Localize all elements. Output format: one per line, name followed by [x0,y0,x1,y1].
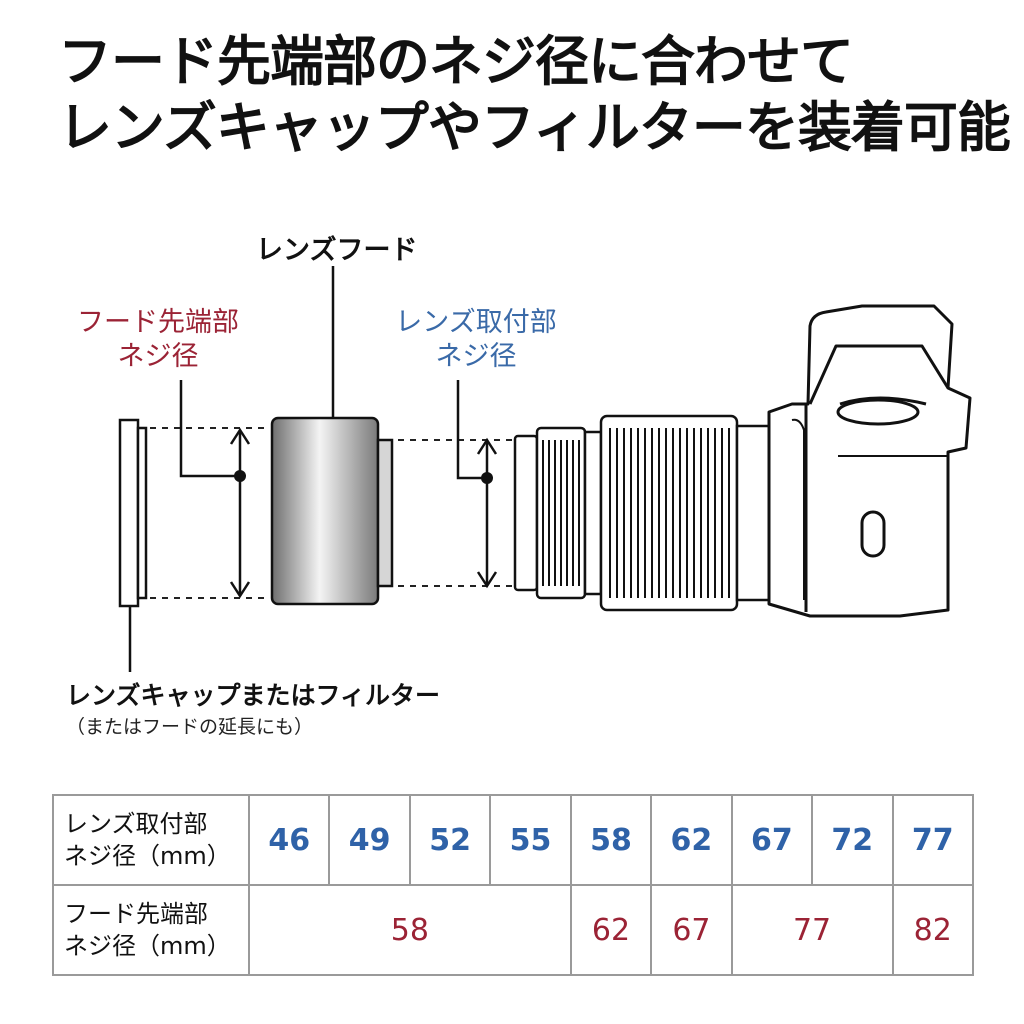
hood-tip-label-line-2: ネジ径 [117,341,199,372]
hood-tip-size-cell: 58 [248,884,572,976]
hood-label: レンズフード [256,235,418,266]
lens-zoom-ring-grip [609,428,730,598]
hood-tip-label-line-1: フード先端部 [77,307,239,338]
hood-tip-row-header-line-2: ネジ径（mm） [64,932,231,960]
lens-cap-filter [118,418,148,608]
lens-mount-size-cell: 49 [328,794,411,886]
camera-body [767,304,972,618]
cap-filter-note: （またはフードの延長にも） [66,716,314,738]
lens-mount-size-cell: 52 [408,794,492,886]
lens-mount-size-cell: 55 [489,794,572,886]
lens-mount-leader-line [456,380,487,480]
hood-tip-size-cell: 67 [650,884,733,976]
hood-tip-row-header-line-1: フード先端部 [64,900,208,928]
hood-tip-row-header: フード先端部 ネジ径（mm） [52,884,250,976]
lens-mount-row-header: レンズ取付部 ネジ径（mm） [52,794,250,886]
lens-focus-ring-grip [542,440,580,586]
hood-tip-size-cell: 82 [891,884,974,976]
zoom-lens [513,414,771,612]
hood-tip-size-cell: 62 [569,884,653,976]
lens-mount-size-cell: 77 [891,794,974,886]
lens-mount-size-cell: 72 [811,794,894,886]
lens-mount-size-cell: 58 [569,794,653,886]
headline-line-1: フード先端部のネジ径に合わせて [58,30,854,93]
lens-mount-row-header-line-1: レンズ取付部 [64,810,208,838]
lens-mount-size-cell: 46 [247,794,331,886]
lens-mount-label-line-2: ネジ径 [435,341,517,372]
lens-mount-size-row: レンズ取付部 ネジ径（mm） 46 49 52 55 58 62 67 72 7… [52,794,974,886]
lens-mount-size-cell: 62 [650,794,733,886]
hood-tip-leader-line [179,380,240,478]
cap-filter-label: レンズキャップまたはフィルター [66,681,441,710]
lens-hood [270,416,394,606]
lens-mount-size-cell: 67 [730,794,814,886]
headline-line-2: レンズキャップやフィルターを装着可能 [58,96,1011,159]
lens-mount-label-line-1: レンズ取付部 [395,307,557,338]
hood-tip-size-cell: 77 [730,884,894,976]
dashed-guide-lines [150,427,512,599]
hood-tip-diameter-arrow [229,427,251,599]
hood-tip-thread-label: フード先端部 ネジ径 [58,306,258,374]
hood-tip-size-row: フード先端部 ネジ径（mm） 58 62 67 77 82 [52,884,974,976]
lens-mount-row-header-line-2: ネジ径（mm） [64,842,231,870]
lens-mount-thread-label: レンズ取付部 ネジ径 [376,306,576,374]
thread-size-table: レンズ取付部 ネジ径（mm） 46 49 52 55 58 62 67 72 7… [52,794,974,976]
lens-mount-diameter-arrow [476,437,498,589]
